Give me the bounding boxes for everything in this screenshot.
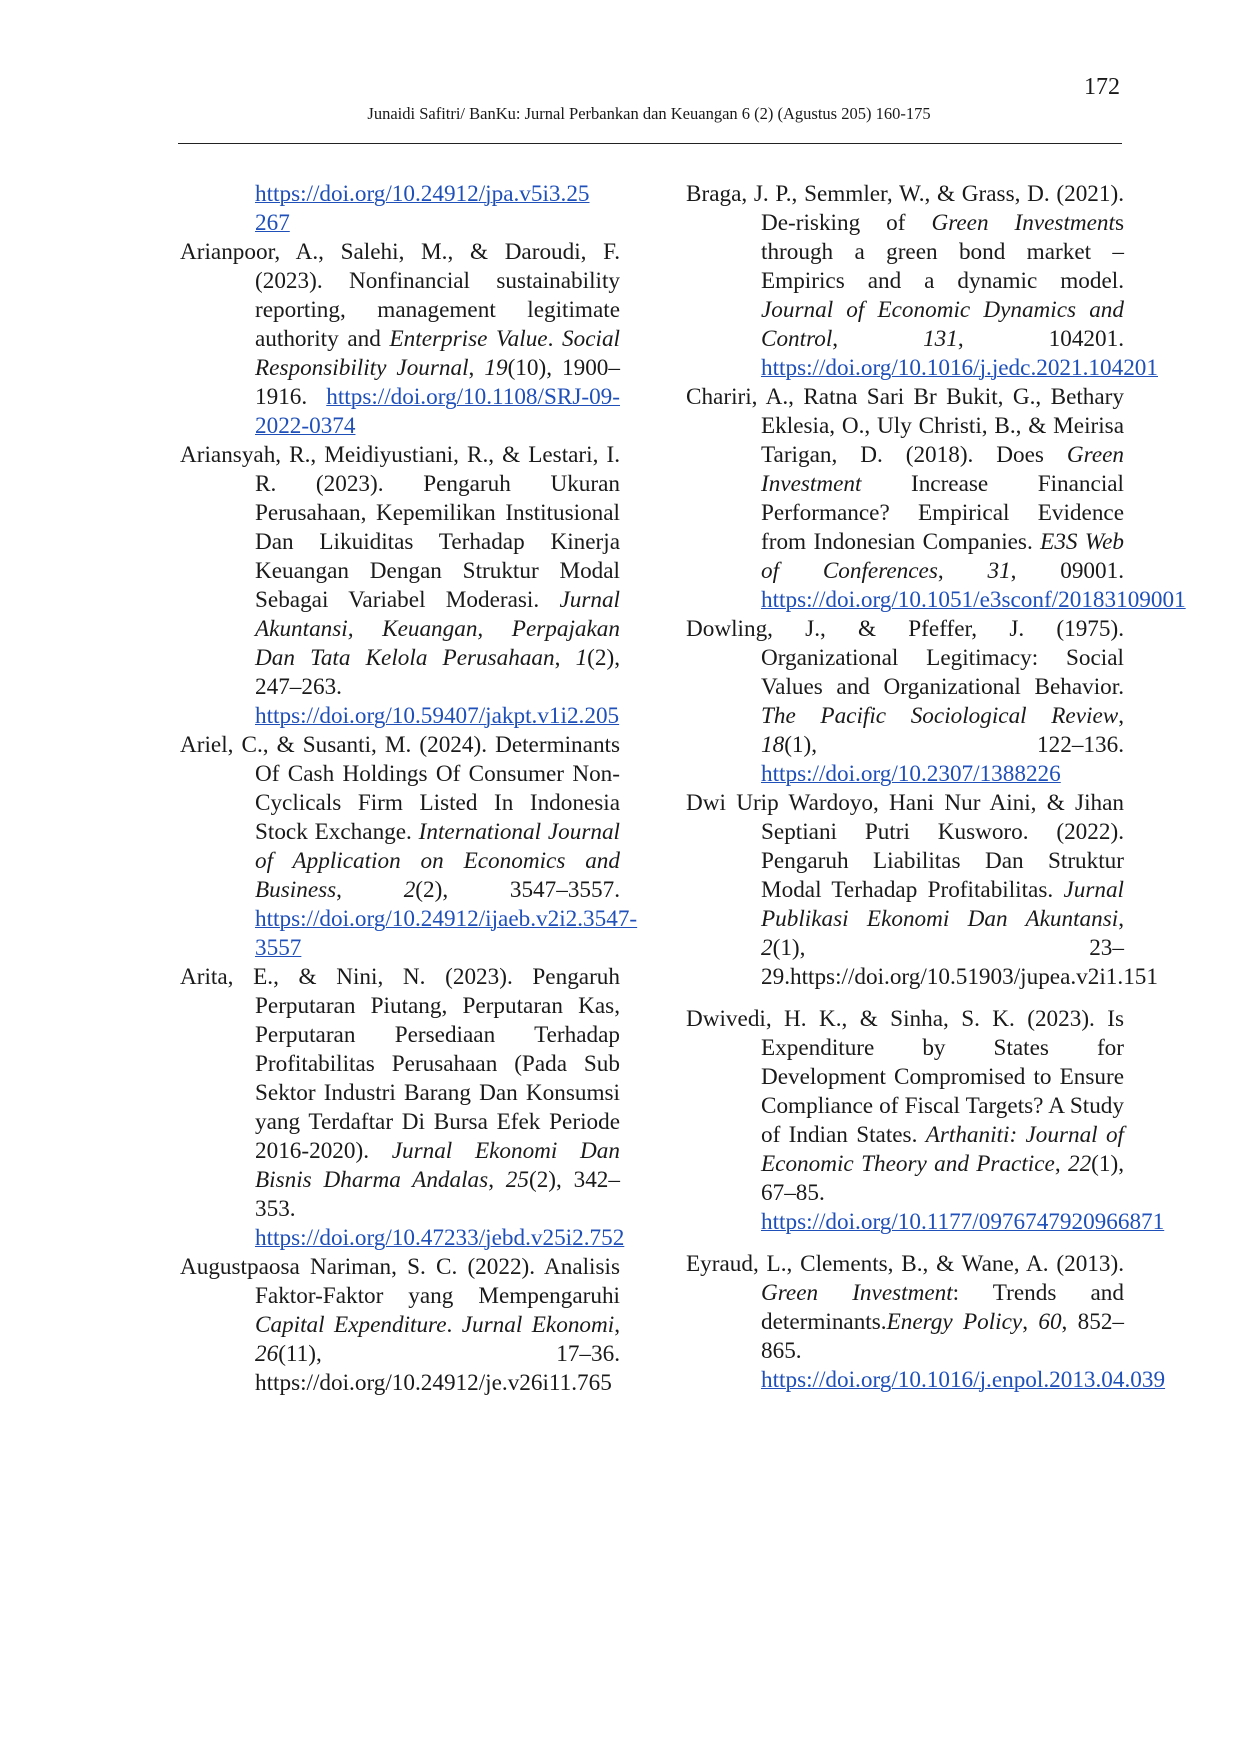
reference-text: (11), 17–36.	[278, 1341, 620, 1367]
reference-text: ,	[554, 645, 576, 671]
reference-column-left: https://doi.org/10.24912/jpa.v5i3.25 267…	[180, 180, 637, 1398]
reference-text: Chariri, A., Ratna Sari Br Bukit, G., Be…	[686, 384, 1124, 468]
reference-entry: Arita, E., & Nini, N. (2023). Pengaruh P…	[180, 963, 624, 1253]
reference-text: Arita, E., & Nini, N. (2023). Pengaruh P…	[180, 964, 620, 1164]
reference-entry: Ariansyah, R., Meidiyustiani, R., & Lest…	[180, 441, 620, 731]
reference-text: , 09001.	[1010, 558, 1125, 584]
reference-entry: Dwi Urip Wardoyo, Hani Nur Aini, & Jihan…	[686, 789, 1158, 992]
page-number: 172	[1084, 74, 1120, 100]
reference-volume: 60	[1038, 1309, 1062, 1335]
doi-link[interactable]: https://doi.org/10.1016/j.enpol.2013.04.…	[761, 1367, 1166, 1393]
reference-italic: Green Investment	[931, 210, 1115, 236]
reference-entry: Eyraud, L., Clements, B., & Wane, A. (20…	[686, 1250, 1165, 1395]
reference-text: (1), 122–136.	[784, 732, 1124, 758]
reference-text: ,	[336, 877, 404, 903]
doi-link[interactable]: https://doi.org/10.24912/jpa.v5i3.25 267	[255, 181, 590, 236]
doi-link[interactable]: https://doi.org/10.1016/j.jedc.2021.1042…	[761, 355, 1158, 381]
reference-text: , 104201.	[957, 326, 1124, 352]
doi-link[interactable]: https://doi.org/10.47233/jebd.v25i2.752	[255, 1225, 625, 1251]
reference-entry: Chariri, A., Ratna Sari Br Bukit, G., Be…	[686, 383, 1186, 615]
reference-volume: 18	[761, 732, 785, 758]
reference-entry: Braga, J. P., Semmler, W., & Grass, D. (…	[686, 180, 1158, 383]
reference-italic: Green Investment	[761, 442, 1124, 497]
reference-text: Eyraud, L., Clements, B., & Wane, A. (20…	[686, 1251, 1124, 1277]
reference-journal: Energy Policy	[886, 1309, 1023, 1335]
reference-text: (1), 23–29.https://doi.org/10.51903/jupe…	[761, 935, 1158, 990]
reference-text: Augustpaosa Nariman, S. C. (2022). Anali…	[180, 1254, 620, 1309]
header-rule	[178, 143, 1122, 144]
reference-column-right: Braga, J. P., Semmler, W., & Grass, D. (…	[686, 180, 1186, 1395]
reference-text: ,	[1054, 1151, 1068, 1177]
reference-text: Dowling, J., & Pfeffer, J. (1975). Organ…	[686, 616, 1124, 700]
reference-journal: Jurnal Ekonomi	[461, 1312, 615, 1338]
reference-text: : Trends and determinants.	[761, 1280, 1124, 1335]
reference-text: (2), 3547–3557.	[415, 877, 620, 903]
reference-journal: Jurnal Publikasi Ekonomi Dan Akuntansi	[761, 877, 1124, 932]
doi-link[interactable]: https://doi.org/10.1051/e3sconf/20183109…	[761, 587, 1186, 613]
reference-italic: Capital Expenditure	[255, 1312, 447, 1338]
reference-volume: 2	[761, 935, 773, 961]
doi-link[interactable]: https://doi.org/10.1177/0976747920966871	[761, 1209, 1165, 1235]
reference-text: ,	[614, 1312, 620, 1338]
reference-text: Increase Financial Performance? Empirica…	[761, 471, 1124, 555]
doi-text: https://doi.org/10.24912/je.v26i11.765	[255, 1370, 612, 1396]
reference-text: .	[446, 1312, 462, 1338]
reference-entry: Augustpaosa Nariman, S. C. (2022). Anali…	[180, 1253, 620, 1398]
reference-text: ,	[1022, 1309, 1039, 1335]
reference-text: .	[547, 326, 563, 352]
reference-volume: 31	[987, 558, 1011, 584]
reference-text: Dwivedi, H. K., & Sinha, S. K. (2023). I…	[686, 1006, 1124, 1148]
doi-link[interactable]: https://doi.org/10.24912/ijaeb.v2i2.3547…	[255, 906, 638, 961]
reference-text: Dwi Urip Wardoyo, Hani Nur Aini, & Jihan…	[686, 790, 1124, 903]
reference-entry: Ariel, C., & Susanti, M. (2024). Determi…	[180, 731, 637, 963]
reference-italic: Green Investment	[761, 1280, 953, 1306]
reference-journal: The Pacific Sociological Review	[761, 703, 1119, 729]
reference-text: Arianpoor, A., Salehi, M., & Daroudi, F.…	[180, 239, 620, 352]
reference-text: ,	[488, 1167, 506, 1193]
reference-journal: Arthaniti: Journal of Economic Theory an…	[761, 1122, 1124, 1177]
reference-text: ,	[832, 326, 924, 352]
reference-entry: Arianpoor, A., Salehi, M., & Daroudi, F.…	[180, 238, 620, 441]
reference-journal: E3S Web of Conferences	[761, 529, 1124, 584]
reference-text: (10), 1900–1916.	[255, 355, 620, 410]
reference-volume: 25	[505, 1167, 529, 1193]
reference-volume: 19	[484, 355, 508, 381]
reference-volume: 1	[575, 645, 588, 671]
reference-text: Ariansyah, R., Meidiyustiani, R., & Lest…	[180, 442, 620, 613]
reference-text: (1), 67–85.	[761, 1151, 1124, 1206]
reference-continuation: https://doi.org/10.24912/jpa.v5i3.25 267	[180, 180, 620, 238]
reference-text: s through a green bond market – Empirics…	[761, 210, 1124, 294]
reference-volume: 22	[1067, 1151, 1092, 1177]
reference-journal: Jurnal Ekonomi Dan Bisnis Dharma Andalas	[255, 1138, 620, 1193]
reference-journal: Journal of Economic Dynamics and Control	[761, 297, 1124, 352]
reference-entry: Dwivedi, H. K., & Sinha, S. K. (2023). I…	[686, 1005, 1164, 1237]
reference-text: , 852–865.	[761, 1309, 1125, 1364]
reference-italic: Enterprise Value	[389, 326, 548, 352]
reference-volume: 26	[255, 1341, 279, 1367]
reference-journal: Jurnal Akuntansi, Keuangan, Perpajakan D…	[255, 587, 620, 671]
reference-text: ,	[468, 355, 485, 381]
reference-volume: 2	[403, 877, 416, 903]
reference-journal: International Journal of Application on …	[255, 819, 620, 903]
reference-text: (2), 342–353.	[255, 1167, 620, 1222]
doi-link[interactable]: https://doi.org/10.59407/jakpt.v1i2.205	[255, 703, 620, 729]
reference-entry: Dowling, J., & Pfeffer, J. (1975). Organ…	[686, 615, 1124, 789]
reference-text: Ariel, C., & Susanti, M. (2024). Determi…	[180, 732, 620, 845]
reference-text: ,	[937, 558, 988, 584]
reference-volume: 131	[923, 326, 958, 352]
reference-text: (2), 247–263.	[255, 645, 620, 700]
doi-link[interactable]: https://doi.org/10.1108/SRJ-09-2022-0374	[255, 384, 620, 439]
reference-text: ,	[1118, 906, 1124, 932]
reference-text: Braga, J. P., Semmler, W., & Grass, D. (…	[686, 181, 1124, 236]
doi-link[interactable]: https://doi.org/10.2307/1388226	[761, 761, 1061, 787]
reference-text: ,	[1118, 703, 1124, 729]
running-head: Junaidi Safitri/ BanKu: Jurnal Perbankan…	[367, 104, 931, 123]
reference-journal: Social Responsibility Journal	[255, 326, 620, 381]
